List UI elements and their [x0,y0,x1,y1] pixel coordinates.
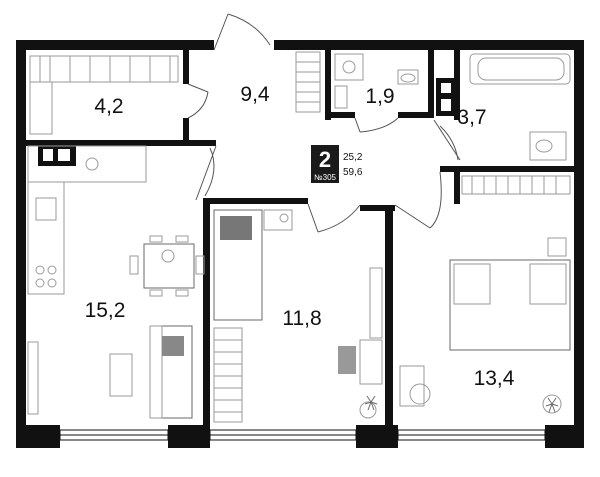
badge-box [311,145,339,183]
furniture [27,51,571,423]
hall-area-label: 9,4 [240,83,270,106]
exterior-walls [16,40,584,448]
bathroom-area-label: 3,7 [457,106,486,129]
storage-shelf-slats [39,56,171,82]
wc-area-label: 1,9 [365,85,394,108]
windows [59,429,546,441]
bedroom-master-area-label: 13,4 [474,367,515,390]
storage-area-label: 4,2 [94,95,123,118]
total-area-value: 59,6 [343,167,363,178]
kitchen-living-area-label: 15,2 [85,299,126,322]
apartment-badge: 2 №305 25,2 59,6 [311,145,363,183]
living-area-value: 25,2 [343,152,363,163]
doors [187,13,461,233]
interior-walls [26,50,574,425]
apartment-number: №305 [314,173,336,182]
bedroom-small-area-label: 11,8 [282,307,321,330]
plant-icons [364,395,559,413]
rooms-count: 2 [319,147,331,172]
